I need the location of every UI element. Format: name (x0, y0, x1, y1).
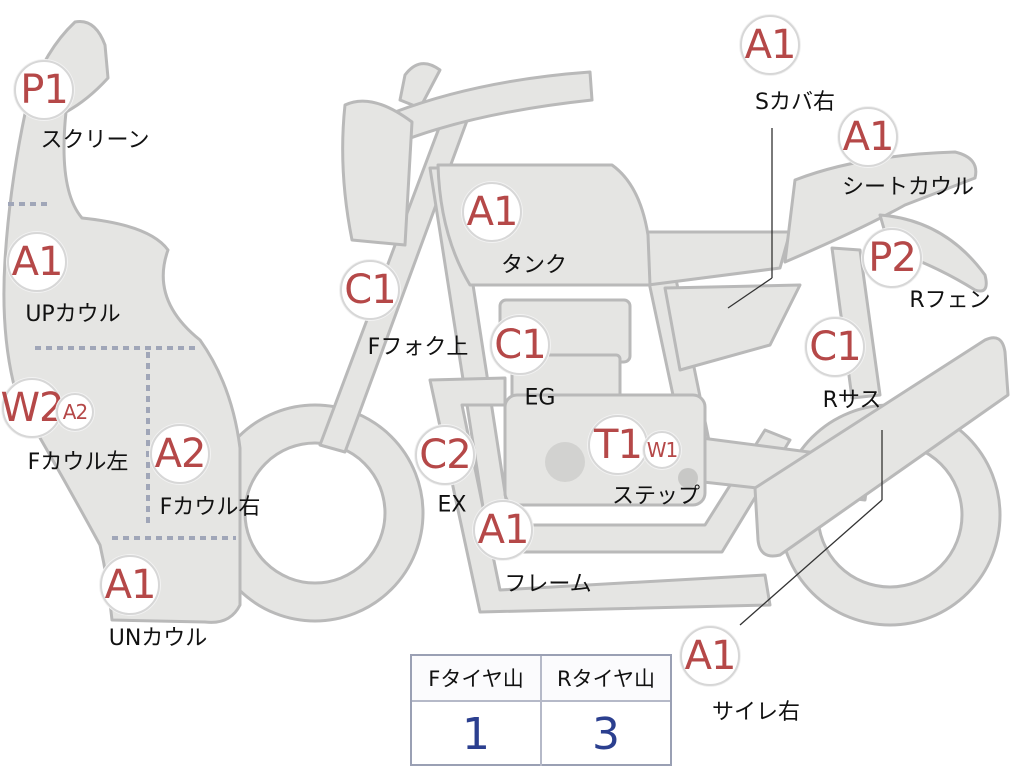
ex-label: EX (437, 492, 467, 518)
front-tire-value: 1 (462, 708, 490, 760)
screen-label: スクリーン (40, 128, 150, 153)
r-fender-label: Rフェン (909, 288, 991, 313)
step-peg (678, 468, 698, 488)
rear-tire-header: Rタイヤ山 (540, 656, 670, 700)
ex-code-marker: C2 (415, 425, 475, 485)
frame-code-marker: A1 (473, 500, 533, 560)
handlebar-arm (393, 70, 594, 142)
exhaust-pipe (428, 376, 772, 614)
f-fork-upper-label: Fフォク上 (367, 335, 469, 360)
f-fork-upper-code-marker: C1 (340, 260, 400, 320)
up-cowl-code-marker: A1 (7, 232, 67, 292)
headlight (341, 99, 414, 247)
front-tire-header: Fタイヤ山 (428, 667, 524, 691)
f-cowl-left-code-marker: W2 (1, 378, 65, 438)
eg-label: EG (524, 385, 556, 411)
silencer-right-label: サイレ右 (711, 700, 801, 725)
front-wheel-hole (243, 441, 387, 585)
eg-code-marker: C1 (490, 315, 550, 375)
tank-code-marker: A1 (462, 182, 522, 242)
rear-tire-value: 3 (540, 702, 670, 766)
f-cowl-right-label: Fカウル右 (159, 495, 261, 520)
tank-label: タンク (500, 253, 568, 278)
side-cover (663, 283, 802, 372)
un-cowl-label: UNカウル (108, 626, 208, 651)
frame (428, 166, 792, 554)
seat-cowl-label: シートカウル (841, 175, 975, 200)
r-sus-label: Rサス (822, 388, 882, 413)
step-sub-code-marker: W1 (643, 431, 681, 469)
frame-label: フレーム (504, 572, 592, 597)
step-label: ステップ (611, 484, 701, 509)
un-cowl-code-marker: A1 (100, 555, 160, 615)
seat (638, 230, 792, 287)
s-cover-right-label: Sカバ右 (755, 90, 835, 115)
tire-table-value-row: 1 3 (412, 702, 670, 766)
seat-cowl-code-marker: A1 (838, 107, 898, 167)
f-cowl-left-sub-code-marker: A2 (56, 393, 94, 431)
tire-tread-table: Fタイヤ山 Rタイヤ山 1 3 (410, 654, 672, 766)
fairing-panel-lines (8, 202, 236, 540)
screen-code-marker: P1 (14, 60, 74, 120)
tire-table-header-row: Fタイヤ山 Rタイヤ山 (412, 656, 670, 702)
engine-cover (545, 442, 585, 482)
step-code-marker: T1 (588, 415, 648, 475)
leader-lines (727, 128, 883, 626)
r-fender-code-marker: P2 (862, 228, 922, 288)
r-sus-code-marker: C1 (805, 317, 865, 377)
f-cowl-left-label: Fカウル左 (27, 450, 129, 475)
f-cowl-right-code-marker: A2 (150, 424, 210, 484)
silencer-right-code-marker: A1 (680, 626, 740, 686)
s-cover-right-code-marker: A1 (740, 15, 800, 75)
up-cowl-label: UPカウル (25, 302, 121, 327)
